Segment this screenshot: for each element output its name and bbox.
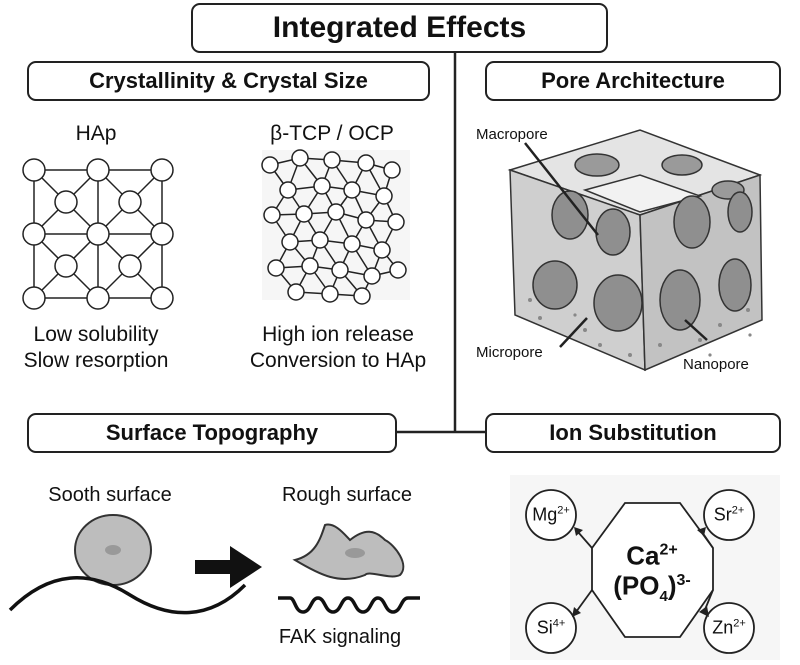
tcp-desc-line1: High ion release (262, 323, 414, 346)
tcp-node (291, 149, 309, 167)
nanopore-label: Nanopore (683, 356, 749, 373)
tcp-node (311, 231, 329, 249)
tcp-node (357, 154, 375, 172)
arrow-icon (195, 546, 262, 588)
tcp-node (327, 203, 345, 221)
tcp-node (343, 235, 361, 253)
hap-label: HAp (75, 122, 117, 145)
tcp-node (331, 261, 349, 279)
ion-heading-box: Ion Substitution (485, 413, 781, 453)
tcp-node (363, 267, 381, 285)
hap-node (118, 254, 142, 278)
hap-node (22, 158, 46, 182)
hap-node (22, 222, 46, 246)
title-box: Integrated Effects (191, 3, 608, 53)
surface-heading: Surface Topography (105, 420, 319, 445)
surface-heading-box: Surface Topography (27, 413, 397, 453)
macropore-label: Macropore (476, 126, 548, 143)
tcp-node (267, 259, 285, 277)
tcp-node (313, 177, 331, 195)
tcp-node (373, 241, 391, 259)
smooth-surface-illustration (8, 514, 247, 615)
tcp-node (343, 181, 361, 199)
rough-surface-label: Rough surface (281, 484, 413, 506)
tcp-node (353, 287, 371, 305)
porous-cube-illustration (507, 129, 763, 372)
tcp-label: β-TCP / OCP (270, 122, 394, 145)
tcp-node (357, 211, 375, 229)
pore-heading: Pore Architecture (541, 68, 725, 93)
hap-node (150, 222, 174, 246)
tcp-node (263, 206, 281, 224)
ion-mg: Mg2+ (532, 504, 570, 525)
hap-node (150, 286, 174, 310)
tcp-desc-line2: Conversion to HAp (249, 349, 427, 372)
tcp-node (383, 161, 401, 179)
hap-desc-line1: Low solubility (33, 323, 159, 346)
hap-desc-line2: Slow resorption (23, 349, 169, 372)
hap-node (86, 158, 110, 182)
hap-node (22, 286, 46, 310)
ion-si: Si4+ (536, 617, 566, 638)
hap-node (150, 158, 174, 182)
tcp-node (281, 233, 299, 251)
tcp-node (375, 187, 393, 205)
tcp-node (295, 205, 313, 223)
ion-substitution-illustration (510, 475, 780, 660)
ion-zn: Zn2+ (712, 617, 746, 638)
ion-heading: Ion Substitution (549, 420, 717, 445)
tcp-node (323, 151, 341, 169)
hap-lattice (22, 158, 174, 310)
crystal-heading-box: Crystallinity & Crystal Size (27, 61, 430, 101)
tcp-lattice (261, 149, 410, 305)
ion-sr: Sr2+ (713, 504, 745, 525)
micropore-label: Micropore (476, 344, 543, 361)
hap-node (54, 190, 78, 214)
page-title: Integrated Effects (272, 11, 527, 44)
rough-surface-illustration (278, 523, 420, 614)
hap-node (86, 222, 110, 246)
hap-node (118, 190, 142, 214)
tcp-node (301, 257, 319, 275)
tcp-node (279, 181, 297, 199)
tcp-node (261, 156, 279, 174)
core-calcium: Ca2+ (626, 540, 678, 571)
tcp-node (321, 285, 339, 303)
pore-heading-box: Pore Architecture (485, 61, 781, 101)
tcp-node (287, 283, 305, 301)
core-phosphate: (PO4)3- (613, 570, 691, 605)
hap-node (86, 286, 110, 310)
crystal-heading: Crystallinity & Crystal Size (89, 68, 368, 93)
fak-signaling-label: FAK signaling (278, 626, 402, 648)
tcp-node (389, 261, 407, 279)
tcp-node (387, 213, 405, 231)
hap-node (54, 254, 78, 278)
smooth-surface-label: Sooth surface (48, 484, 172, 506)
